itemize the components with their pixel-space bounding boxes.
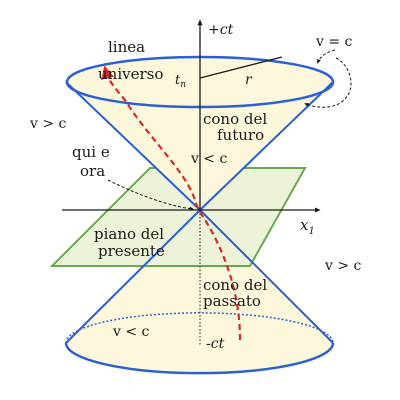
label-t-n: tn: [175, 73, 186, 90]
cone-line-left-top: [65, 81, 201, 211]
label-v-gt-c-left: v > c: [29, 116, 67, 132]
axis-label-time-pos: +ct: [208, 22, 234, 38]
label-ora: ora: [80, 162, 105, 180]
label-v-lt-c-top: v < c: [190, 151, 228, 167]
cone-line-right-bottom: [199, 209, 334, 344]
here-now-pointer: [107, 179, 194, 211]
cone-line-right-top: [199, 81, 334, 211]
label-cono-del-future: cono del: [203, 110, 267, 128]
label-piano-del: piano del: [94, 225, 164, 243]
past-cone-base-front: [64, 342, 335, 375]
label-presente: presente: [98, 242, 165, 260]
label-r: r: [245, 72, 253, 88]
label-v-eq-c: v = c: [315, 34, 353, 50]
light-cone-pointer-top: [317, 49, 336, 64]
present-plane: [49, 167, 307, 267]
axis-label-space: x1: [300, 216, 315, 237]
label-universo: universo: [98, 65, 163, 83]
label-cono-del-past: cono del: [203, 276, 267, 294]
axis-label-time-neg: -ct: [206, 336, 225, 352]
label-qui-e: qui e: [72, 143, 110, 161]
world-line: [101, 65, 242, 341]
cone-line-left-bottom: [65, 209, 201, 344]
label-passato: passato: [203, 292, 261, 310]
label-futuro: futuro: [217, 126, 264, 144]
label-v-gt-c-right: v > c: [324, 258, 362, 274]
label-v-lt-c-bottom: v < c: [112, 324, 150, 340]
label-linea: linea: [108, 38, 145, 56]
radius-line: [199, 56, 283, 79]
